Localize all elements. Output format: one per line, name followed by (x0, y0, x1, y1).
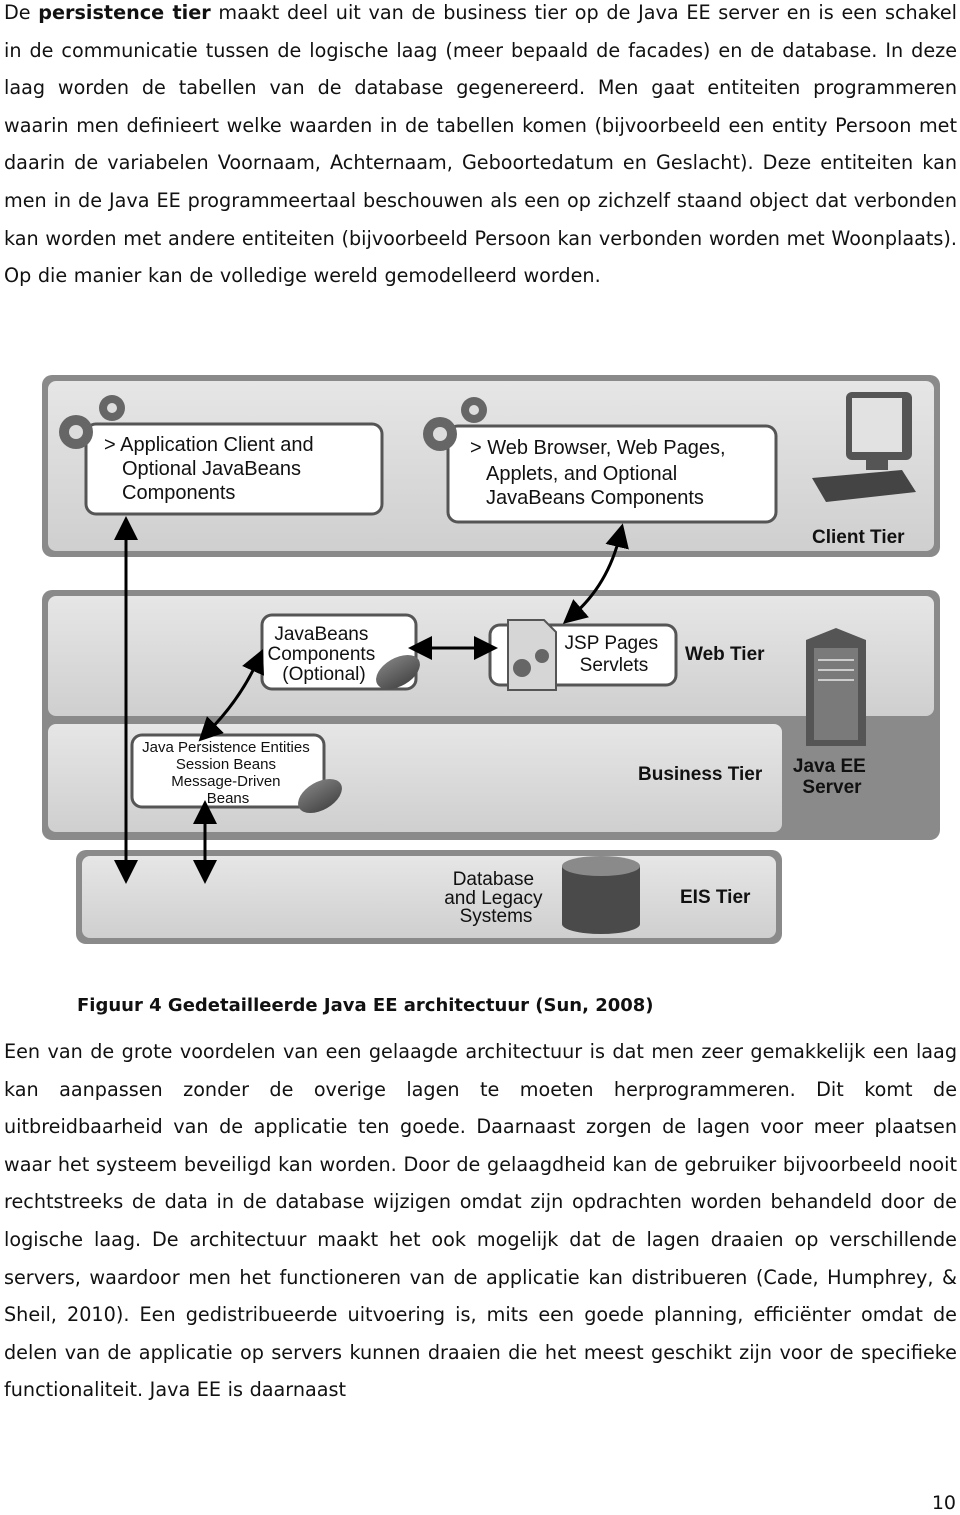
page-number: 10 (931, 1492, 956, 1514)
computer-icon (812, 392, 916, 502)
gear-icon (423, 397, 487, 451)
intro-bold-term: persistence tier (38, 1, 211, 24)
connector-arrows (114, 516, 629, 884)
database-icon (562, 856, 640, 934)
server-label: Java EE Server (793, 756, 871, 798)
intro-paragraph: De persistence tier maakt deel uit van d… (4, 0, 957, 295)
business-tier-label: Business Tier (638, 764, 763, 785)
bean-icon (298, 778, 342, 814)
client-tier-label: Client Tier (812, 527, 905, 548)
server-icon (806, 628, 866, 746)
database-label: Database and Legacy Systems (444, 869, 548, 927)
document-icon (507, 619, 557, 691)
intro-rest: maakt deel uit van de business tier op d… (4, 1, 957, 288)
eis-tier-panel (76, 850, 782, 944)
client-web-box (446, 424, 778, 524)
javabeans-label: JavaBeans Components (Optional) (267, 624, 380, 685)
gear-icon (59, 395, 125, 449)
client-app-label: > Application Client and Optional JavaBe… (104, 434, 319, 504)
figure-caption: Figuur 4 Gedetailleerde Java EE architec… (77, 995, 654, 1016)
architecture-figure: > Application Client and Optional JavaBe… (42, 375, 940, 944)
client-web-label: > Web Browser, Web Pages, Applets, and O… (470, 437, 731, 509)
intro-prefix: De (4, 1, 39, 24)
bean-icon (376, 654, 420, 690)
persistence-label: Java Persistence Entities Session Beans … (142, 739, 314, 807)
client-app-box (84, 422, 384, 516)
jsp-label: JSP Pages Servlets (565, 633, 664, 676)
eis-tier-label: EIS Tier (680, 887, 751, 908)
web-tier-label: Web Tier (685, 644, 765, 665)
body-paragraph: Een van de grote voordelen van een gelaa… (4, 1040, 957, 1402)
